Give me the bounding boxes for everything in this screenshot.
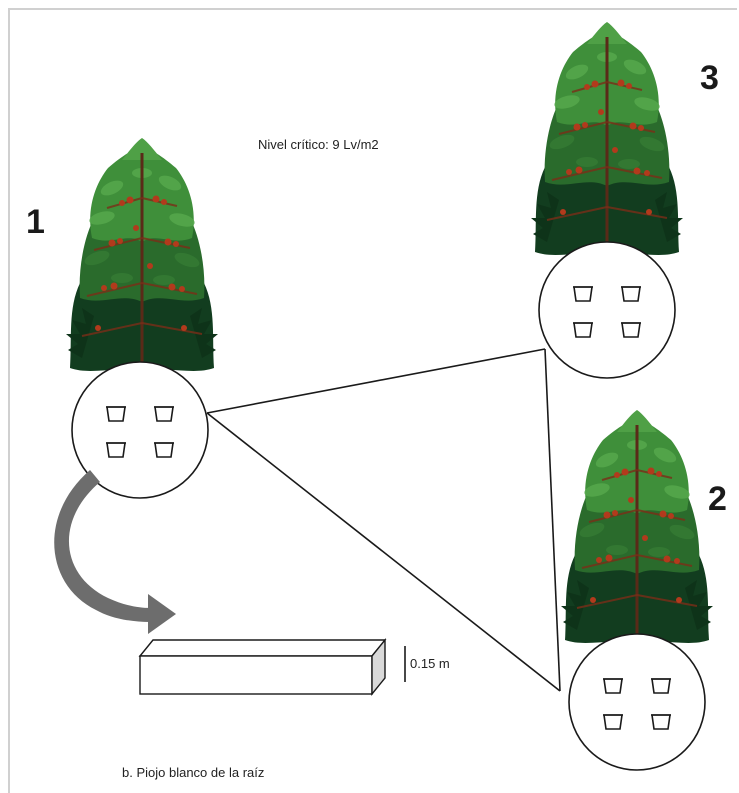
curved-arrow-icon (54, 470, 176, 634)
coffee-plant-icon (65, 137, 219, 389)
figure-caption: b. Piojo blanco de la raíz (122, 765, 264, 780)
scale-label: 0.15 m (410, 656, 450, 671)
sampling-circle-2 (569, 634, 705, 770)
plant-number-1: 1 (26, 203, 45, 241)
sampling-circle-3 (539, 242, 675, 378)
plant-number-3: 3 (700, 59, 719, 97)
sampling-triangle (206, 348, 561, 692)
coffee-plant-icon (530, 21, 684, 273)
soil-block-icon (138, 638, 387, 696)
plant-number-2: 2 (708, 480, 727, 518)
critical-level-label: Nivel crítico: 9 Lv/m2 (258, 137, 379, 152)
figure-frame (8, 8, 737, 793)
coffee-plant-icon (560, 409, 714, 661)
